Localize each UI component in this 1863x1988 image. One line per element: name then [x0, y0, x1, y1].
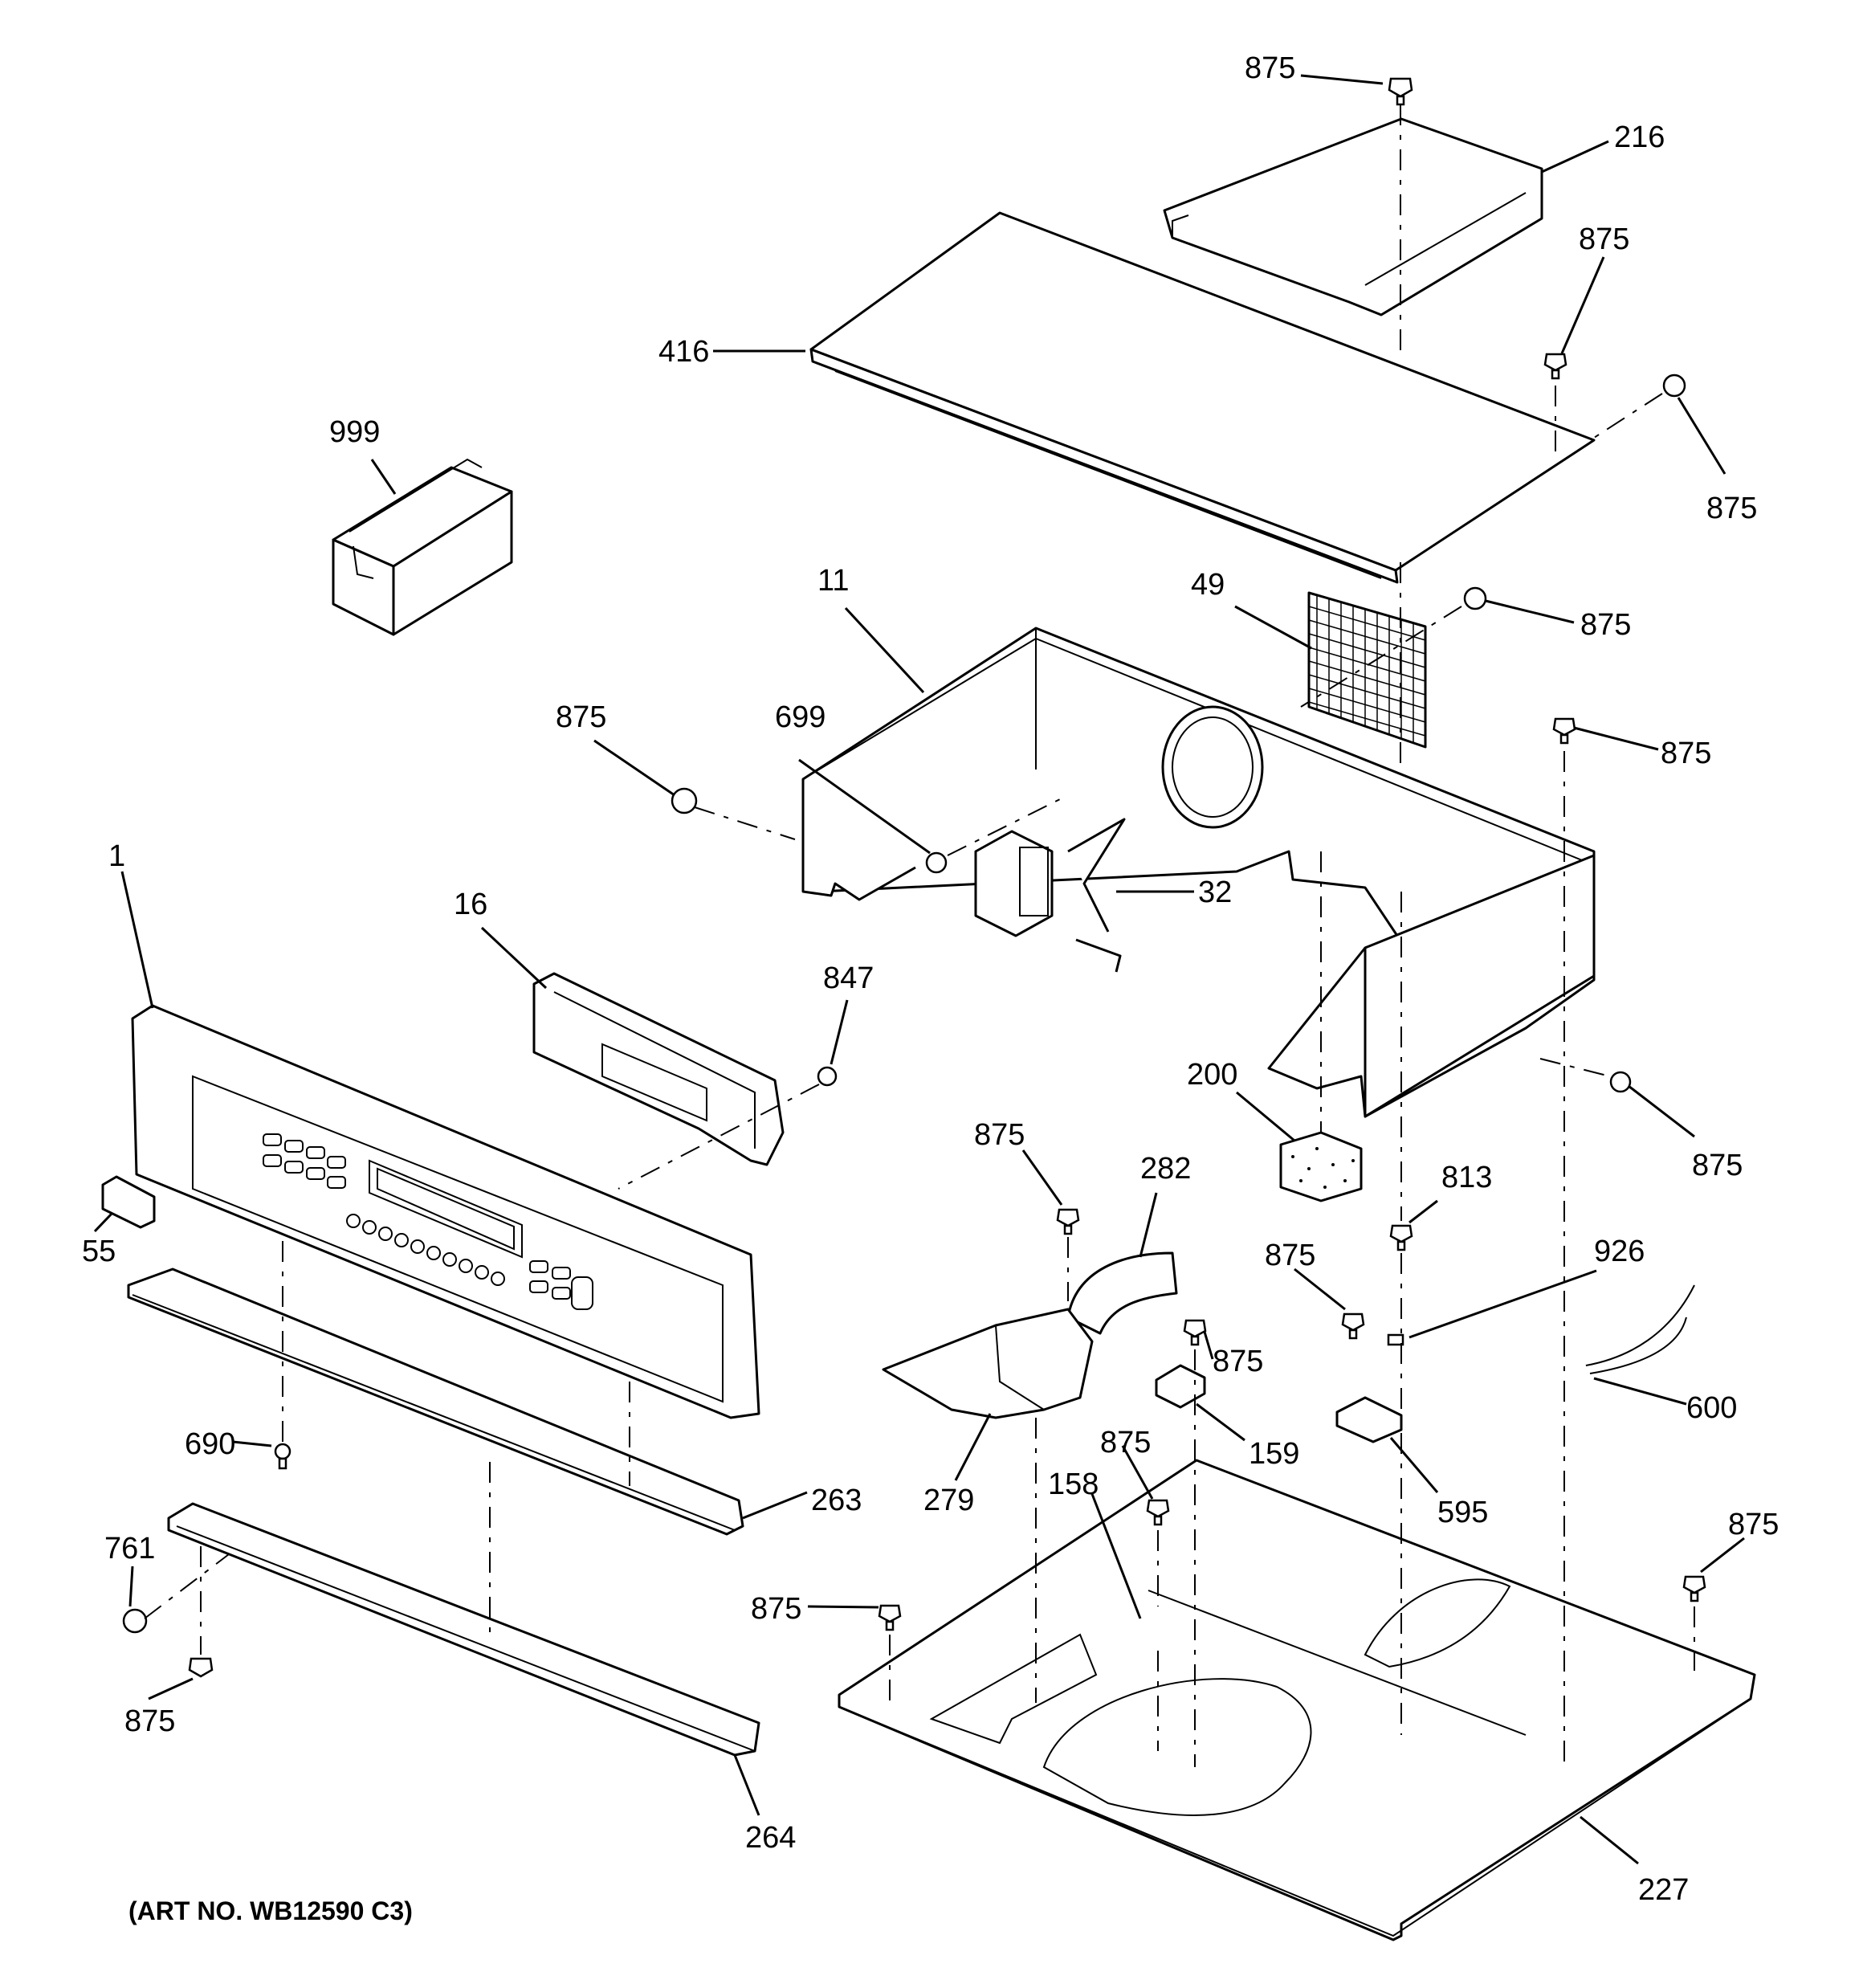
screw-icon — [1543, 353, 1567, 380]
callout-282: 282 — [1140, 1152, 1191, 1186]
part-264-bottom-trim — [167, 1502, 760, 1757]
callout-761: 761 — [104, 1532, 155, 1565]
screw-icon — [188, 1657, 214, 1678]
callout-926: 926 — [1594, 1235, 1645, 1268]
callout-699: 699 — [775, 700, 826, 734]
screw-icon — [1662, 374, 1686, 398]
callout-875-tr1: 875 — [1579, 222, 1629, 256]
callout-55: 55 — [82, 1235, 116, 1268]
screw-icon — [1387, 1333, 1404, 1346]
part-216-bracket — [1163, 117, 1543, 316]
screw-icon — [817, 1066, 838, 1087]
callout-875-tr2: 875 — [1706, 492, 1757, 525]
part-16-control-board — [532, 972, 785, 1166]
callout-263: 263 — [811, 1484, 862, 1517]
screw-icon — [1552, 717, 1576, 745]
screw-icon — [274, 1443, 291, 1470]
part-11-housing — [801, 627, 1596, 1118]
screw-icon — [1388, 77, 1413, 106]
callout-158: 158 — [1048, 1468, 1099, 1501]
part-279-duct-housing — [882, 1308, 1094, 1419]
callout-11: 11 — [817, 564, 849, 598]
screw-icon — [671, 787, 698, 814]
leader-lines — [93, 74, 1745, 1865]
callout-32: 32 — [1198, 876, 1232, 909]
assembly-lines — [144, 104, 1695, 1767]
callout-216: 216 — [1614, 120, 1665, 154]
part-999-box — [332, 458, 513, 636]
callout-875-mr: 875 — [1580, 608, 1631, 642]
screw-icon — [1389, 1224, 1413, 1251]
art-number: (ART NO. WB12590 C3) — [128, 1896, 413, 1925]
screw-icon — [1463, 586, 1487, 610]
screw-icon — [122, 1608, 148, 1634]
callout-999: 999 — [329, 415, 380, 449]
screw-icon — [1341, 1312, 1365, 1340]
callout-595: 595 — [1437, 1496, 1488, 1529]
callout-416: 416 — [658, 335, 709, 369]
callout-875-r2: 875 — [1661, 737, 1711, 770]
callout-159: 159 — [1249, 1437, 1299, 1471]
callout-875-left: 875 — [556, 700, 606, 734]
callout-875-595: 875 — [1265, 1239, 1315, 1272]
part-32-fan-motor — [974, 818, 1126, 973]
callout-227: 227 — [1638, 1873, 1689, 1907]
callout-600: 600 — [1686, 1391, 1737, 1425]
part-227-base-pan — [838, 1459, 1756, 1941]
part-49-mesh-grille — [1307, 591, 1427, 749]
callout-875-159: 875 — [1213, 1345, 1263, 1378]
callout-875-top: 875 — [1245, 51, 1295, 85]
part-416-top-panel — [809, 211, 1596, 584]
callout-813: 813 — [1441, 1161, 1492, 1194]
callout-200: 200 — [1187, 1058, 1237, 1092]
callout-875-r3: 875 — [1692, 1149, 1743, 1182]
callout-875-br: 875 — [1728, 1508, 1779, 1541]
callout-875-227: 875 — [751, 1592, 801, 1626]
callout-875-158: 875 — [1100, 1426, 1151, 1459]
screw-icon — [1146, 1499, 1170, 1526]
screw-icon — [878, 1604, 902, 1631]
callout-875-bl: 875 — [124, 1704, 175, 1738]
callout-847: 847 — [823, 961, 874, 995]
part-200-insulation-block — [1279, 1131, 1363, 1202]
screw-icon — [1682, 1575, 1706, 1602]
callout-49: 49 — [1191, 568, 1225, 602]
callout-690: 690 — [185, 1427, 235, 1461]
screw-icon — [925, 851, 948, 874]
screw-icon — [1183, 1319, 1207, 1346]
part-595-clamp — [1335, 1396, 1403, 1443]
screw-icon — [1056, 1208, 1080, 1235]
part-55-badge — [101, 1175, 156, 1229]
screw-icons — [122, 77, 1706, 1678]
part-282-duct-hose — [1066, 1251, 1178, 1335]
part-159-switch — [1155, 1364, 1206, 1409]
callout-1: 1 — [108, 839, 125, 873]
screw-icon — [1609, 1071, 1632, 1093]
callout-16: 16 — [454, 888, 487, 921]
callout-labels: 875 216 875 875 416 999 49 875 11 875 69… — [82, 51, 1779, 1925]
callout-875-282: 875 — [974, 1118, 1025, 1152]
callout-264: 264 — [745, 1821, 796, 1855]
callout-279: 279 — [923, 1484, 974, 1517]
